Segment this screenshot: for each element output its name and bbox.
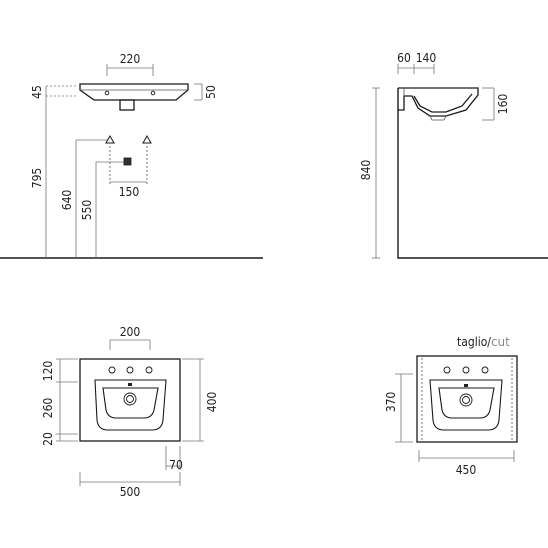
supply-left-icon [105,134,115,144]
dim-rim-height: 45 [30,85,44,99]
dim-basin-height: 50 [204,85,218,99]
tap-hole-left-top [108,366,116,374]
tap-hole-right-top [145,366,153,374]
bowl-outer [94,379,167,431]
cut-label: taglio/cut [457,335,510,349]
cut-bowl-inner [438,387,495,419]
front-view: 220 45 50 795 640 550 150 [0,52,263,259]
tap-hole-center-top [126,366,134,374]
dim-back: 120 [41,361,55,382]
dim-hole-spacing: 200 [120,325,141,339]
tap-hole-right [150,90,156,96]
tap-hole-left [104,90,110,96]
dim-side-depth: 160 [496,94,510,115]
dim-cut-height: 370 [384,392,398,413]
bowl-inner [102,387,159,419]
side-view: 60 140 160 840 [359,51,548,259]
dim-side-total-height: 840 [359,160,373,181]
basin-front-outline [79,83,189,101]
dim-offset: 70 [169,458,183,472]
dim-overall-height: 795 [30,168,44,189]
waste-outlet-icon [123,157,132,166]
dim-supply-height: 640 [60,190,74,211]
dim-cut-width: 450 [456,463,477,477]
cut-view: taglio/cut 370 450 [384,335,518,477]
cut-bowl-outer [429,379,503,431]
wall-floor-line [397,88,548,259]
cut-view-outline [416,355,518,443]
top-view-outline [79,358,181,442]
cut-tap-hole-left [443,366,451,374]
cut-tap-hole-center [462,366,470,374]
dim-width: 500 [120,485,141,499]
cut-tap-hole-right [481,366,489,374]
dim-waste-height: 550 [80,200,94,221]
dim-front: 20 [41,432,55,446]
dim-width-top: 220 [120,52,141,66]
dim-supply-spacing: 150 [119,185,140,199]
basin-waste-outlet [119,99,135,111]
dim-side-b: 140 [416,51,437,65]
overflow-icon [128,383,132,386]
supply-right-icon [142,134,152,144]
dim-depth: 400 [205,392,219,413]
top-view: 200 120 260 20 400 70 500 [41,325,219,499]
dim-bowl: 260 [41,398,55,419]
dim-side-a: 60 [397,51,411,65]
